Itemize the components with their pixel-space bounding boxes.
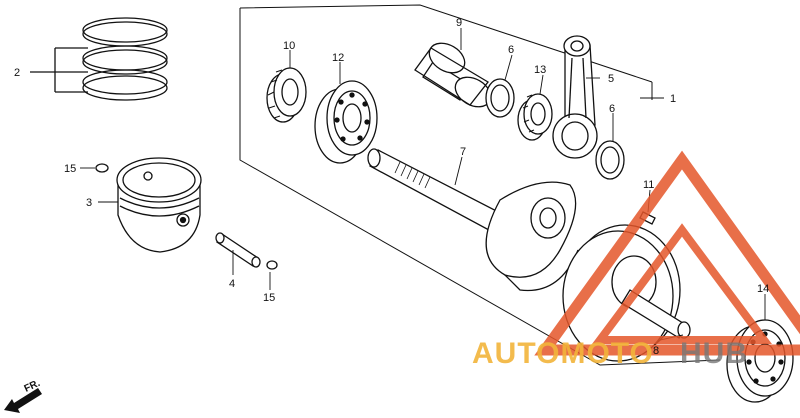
callout-7: 7 xyxy=(460,146,466,158)
callout-15a: 15 xyxy=(64,163,76,175)
needle-bearing-rod xyxy=(517,93,553,141)
callout-13: 13 xyxy=(534,64,546,76)
needle-bearing-small xyxy=(266,67,307,123)
crankshaft-left xyxy=(367,148,579,292)
thrust-washer-upper xyxy=(485,78,515,118)
thrust-washer-lower xyxy=(595,140,625,180)
piston-pin-clips xyxy=(95,163,278,270)
watermark-text-left: AUTOMOTO xyxy=(472,337,654,370)
watermark-text-right: HUB xyxy=(680,337,748,370)
callout-15b: 15 xyxy=(263,292,275,304)
callout-14: 14 xyxy=(757,283,769,295)
arrow-icon xyxy=(4,388,42,413)
callout-9: 9 xyxy=(456,17,462,29)
callout-4: 4 xyxy=(229,278,235,290)
callout-8: 8 xyxy=(653,345,659,357)
callout-12: 12 xyxy=(332,52,344,64)
callout-6b: 6 xyxy=(609,103,615,115)
piston-pin xyxy=(215,232,261,268)
callout-3: 3 xyxy=(86,197,92,209)
connecting-rod xyxy=(552,35,598,159)
callout-5: 5 xyxy=(608,73,614,85)
crank-pin xyxy=(414,42,492,108)
callout-2: 2 xyxy=(14,67,20,79)
callout-10: 10 xyxy=(283,40,295,52)
piston xyxy=(116,157,202,253)
watermark-triangle xyxy=(534,150,800,356)
watermark: AUTOMOTO HUB xyxy=(472,150,800,370)
callout-11: 11 xyxy=(643,179,654,191)
piston-rings xyxy=(30,17,168,101)
crankshaft-right xyxy=(562,224,691,362)
callout-1: 1 xyxy=(670,93,676,105)
callouts: 1 2 3 4 5 6 6 7 8 9 10 11 12 13 14 15 15 xyxy=(14,17,769,357)
callout-6a: 6 xyxy=(508,44,514,56)
front-direction-arrow: FR. xyxy=(4,378,42,413)
ball-bearing-left xyxy=(314,80,378,164)
